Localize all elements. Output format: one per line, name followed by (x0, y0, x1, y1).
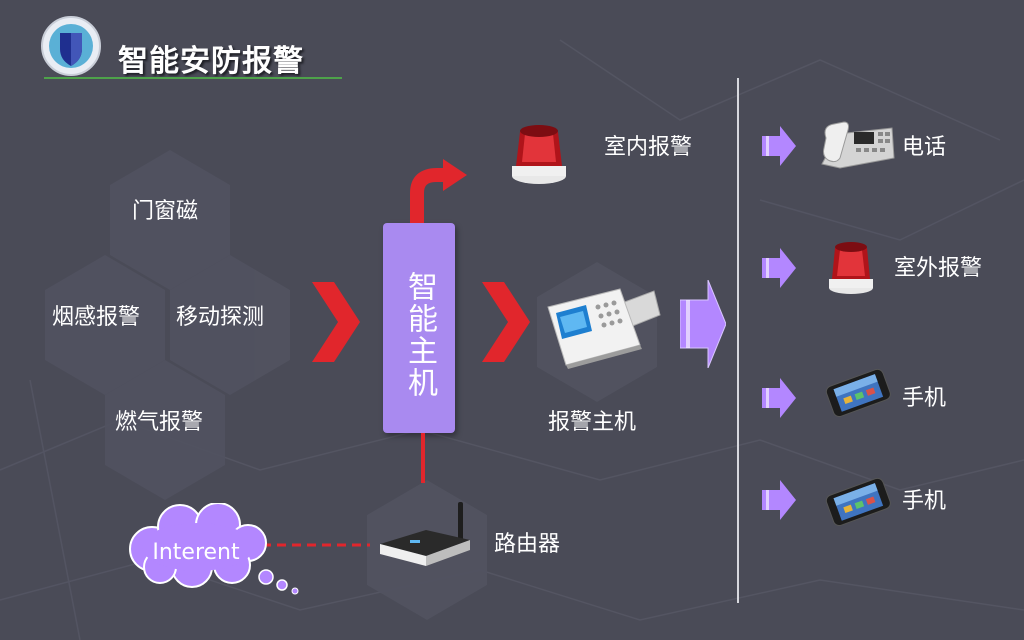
smart-hub-label: 智能主机 (402, 271, 437, 399)
sensor-motion-label: 移动探测 (176, 305, 265, 330)
sensor-gas-label: 燃气报警 (115, 410, 204, 435)
siren-icon (829, 242, 873, 294)
alarm-panel-label: 报警主机 (548, 410, 637, 435)
arrow-right-icon (762, 378, 796, 418)
arrow-right-icon (762, 480, 796, 520)
page-title: 智能安防报警 (118, 44, 304, 79)
title-underline (44, 77, 342, 79)
sensor-smoke-label: 烟感报警 (52, 305, 141, 330)
router-cloud-link (262, 543, 370, 547)
arrow-right-icon (762, 126, 796, 166)
indoor-alarm-label: 室内报警 (604, 135, 693, 160)
output-divider (737, 78, 739, 603)
output-telephone-label: 电话 (902, 135, 947, 160)
curved-arrow-icon (410, 159, 467, 223)
sensor-door-window-label: 门窗磁 (132, 199, 199, 224)
cloud-icon (129, 503, 299, 595)
internet-cloud-label: Interent (152, 540, 240, 565)
siren-icon (512, 125, 566, 184)
chevron-right-icon (312, 282, 360, 362)
smart-hub (383, 223, 455, 433)
hub-router-link (421, 433, 425, 483)
chevron-right-icon (482, 282, 530, 362)
output-mobile-label: 手机 (902, 489, 947, 514)
mobile-phone-icon (825, 368, 891, 418)
router-label: 路由器 (494, 532, 561, 557)
arrow-right-icon (762, 248, 796, 288)
output-outdoor-alarm-label: 室外报警 (894, 256, 983, 281)
mobile-phone-icon (825, 477, 891, 527)
shield-icon (41, 16, 101, 76)
telephone-icon (821, 121, 895, 169)
arrow-right-icon (680, 280, 726, 368)
output-mobile-label: 手机 (902, 386, 947, 411)
alarm-panel-icon (547, 288, 661, 369)
router-icon (380, 502, 470, 566)
